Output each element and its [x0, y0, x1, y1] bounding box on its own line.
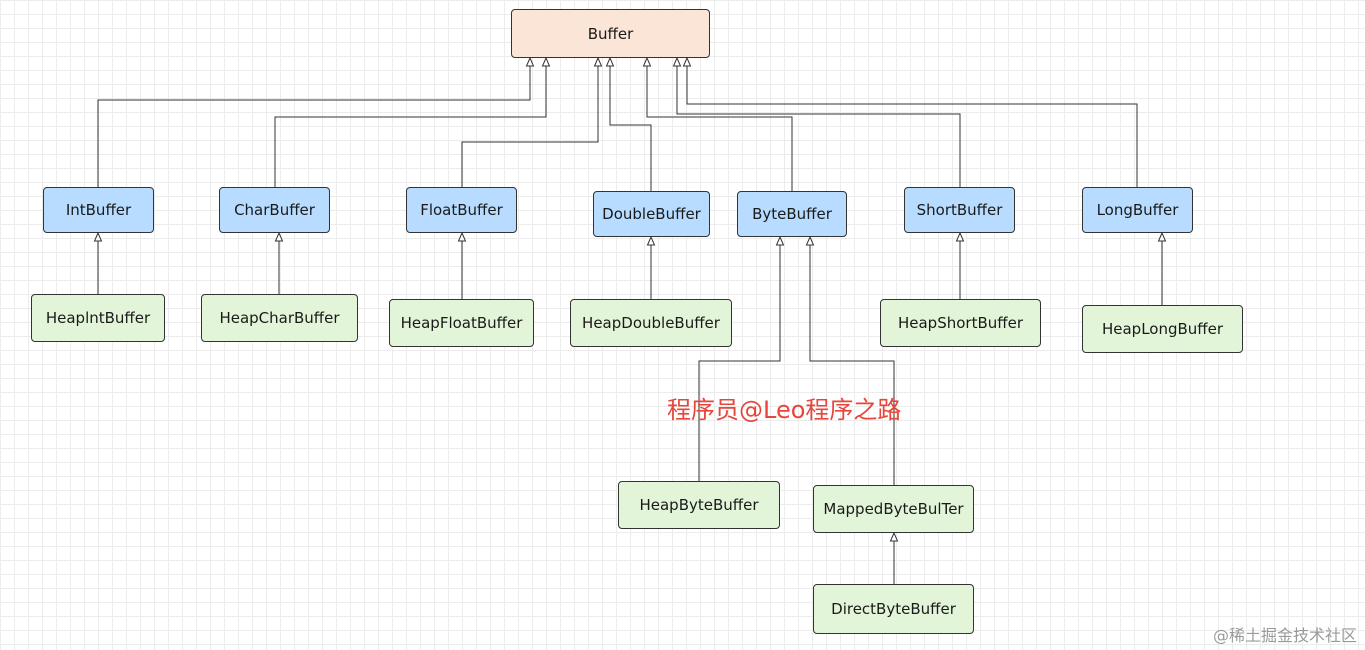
author-watermark: 程序员@Leo程序之路	[667, 396, 902, 424]
node-heapbytebuffer[interactable]: HeapByteBuffer	[618, 481, 780, 529]
arrowhead-icon	[642, 56, 652, 67]
node-heapintbuffer[interactable]: HeaplntBuffer	[31, 294, 165, 342]
arrowhead-icon	[525, 56, 535, 67]
node-heapcharbuffer[interactable]: HeapCharBuffer	[201, 294, 358, 342]
node-doublebuffer[interactable]: DoubleBuffer	[593, 191, 710, 237]
node-heapshortbuffer[interactable]: HeapShortBuffer	[880, 299, 1041, 347]
arrowhead-icon	[274, 231, 284, 242]
node-charbuffer[interactable]: CharBuffer	[219, 187, 330, 233]
node-bytebuffer[interactable]: ByteBuffer	[737, 191, 847, 237]
node-buffer[interactable]: Buffer	[511, 9, 710, 58]
node-heapdoublebuffer[interactable]: HeapDoubleBuffer	[570, 299, 732, 347]
node-heaplongbuffer[interactable]: HeapLongBuffer	[1082, 305, 1243, 353]
edge-shortbuffer-to-buffer	[676, 66, 961, 187]
arrowhead-icon	[605, 56, 615, 67]
edge-floatbuffer-to-buffer	[461, 66, 599, 187]
arrowhead-icon	[646, 235, 656, 246]
edge-charbuffer-to-buffer	[274, 66, 547, 187]
arrowhead-icon	[889, 531, 899, 542]
arrowhead-icon	[457, 231, 467, 242]
arrowhead-icon	[541, 56, 551, 67]
edge-longbuffer-to-buffer	[686, 66, 1138, 187]
edge-mappedbytebuffer-to-bytebuffer	[809, 245, 895, 485]
arrowhead-icon	[805, 235, 815, 246]
arrowhead-icon	[93, 231, 103, 242]
node-longbuffer[interactable]: LongBuffer	[1082, 187, 1193, 233]
node-shortbuffer[interactable]: ShortBuffer	[904, 187, 1015, 233]
arrowhead-icon	[1157, 231, 1167, 242]
edge-heapbytebuffer-to-bytebuffer	[698, 245, 781, 481]
node-intbuffer[interactable]: IntBuffer	[43, 187, 154, 233]
node-floatbuffer[interactable]: FloatBuffer	[406, 187, 517, 233]
node-directbytebuffer[interactable]: DirectByteBuffer	[813, 584, 974, 634]
edge-intbuffer-to-buffer	[97, 66, 531, 187]
arrowhead-icon	[672, 56, 682, 67]
arrowhead-icon	[955, 231, 965, 242]
edge-doublebuffer-to-buffer	[609, 66, 652, 191]
arrowhead-icon	[593, 56, 603, 67]
arrowhead-icon	[682, 56, 692, 67]
node-heapfloatbuffer[interactable]: HeapFloatBuffer	[389, 299, 534, 347]
edge-bytebuffer-to-buffer	[646, 66, 793, 191]
arrowhead-icon	[775, 235, 785, 246]
site-credit: @稀土掘金技术社区	[1212, 626, 1357, 645]
node-mappedbytebuffer[interactable]: MappedByteBulTer	[813, 485, 974, 533]
